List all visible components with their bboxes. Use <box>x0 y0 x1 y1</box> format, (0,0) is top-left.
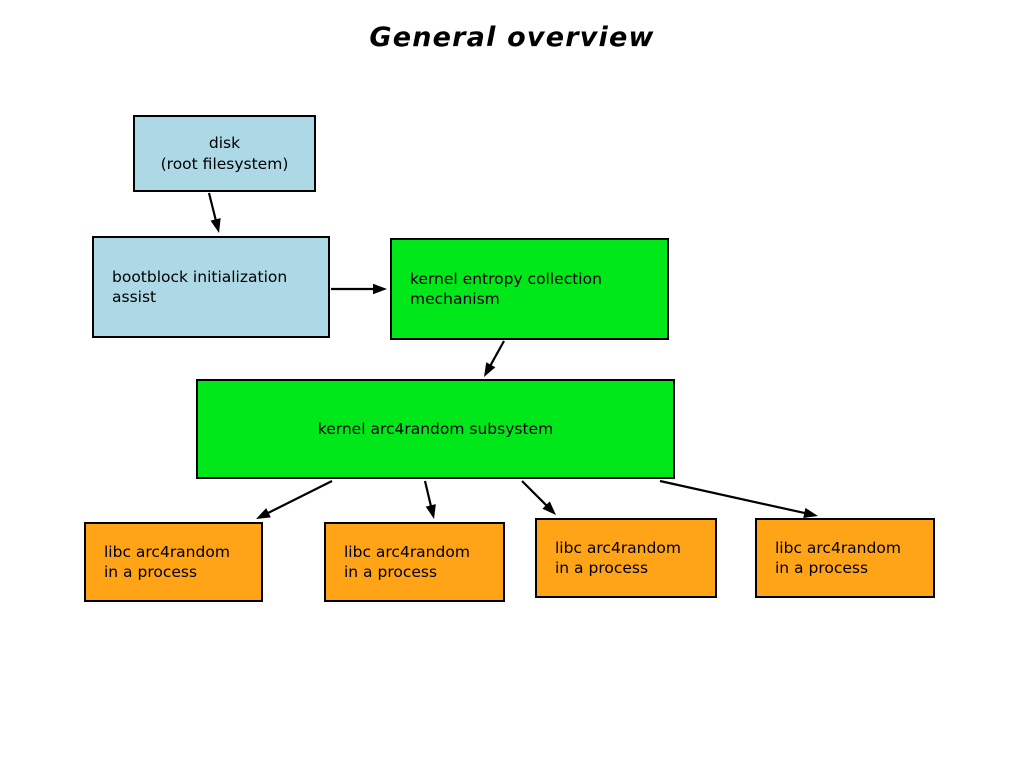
arrowhead-kernel-arc4random-to-libc-1 <box>256 508 271 519</box>
node-kernel-arc4random-subsystem[interactable]: kernel arc4random subsystem <box>196 379 675 479</box>
arrowhead-disk-to-bootblock <box>210 218 221 233</box>
edge-line-kernel-arc4random-to-libc-3 <box>521 480 549 508</box>
edge-line-kernel-arc4random-to-libc-1 <box>265 480 333 515</box>
node-bootblock-label: bootblock initialization assist <box>112 267 288 306</box>
node-disk-label: disk (root filesystem) <box>160 134 289 173</box>
node-libc-1-label: libc arc4random in a process <box>104 542 230 581</box>
node-libc-arc4random-process-2[interactable]: libc arc4random in a process <box>324 522 505 602</box>
arrowhead-kernel-arc4random-to-libc-4 <box>803 507 818 519</box>
node-disk[interactable]: disk (root filesystem) <box>133 115 316 192</box>
node-libc-arc4random-process-1[interactable]: libc arc4random in a process <box>84 522 263 602</box>
arrowhead-kernel-arc4random-to-libc-2 <box>425 504 436 519</box>
node-kernel-entropy-collection-mechanism[interactable]: kernel entropy collection mechanism <box>390 238 669 340</box>
arrowhead-kernel-arc4random-to-libc-3 <box>542 501 556 515</box>
edge-line-kernel-entropy-to-kernel-arc4random <box>488 340 505 368</box>
node-libc-2-label: libc arc4random in a process <box>344 542 470 581</box>
node-libc-arc4random-process-3[interactable]: libc arc4random in a process <box>535 518 717 598</box>
node-libc-arc4random-process-4[interactable]: libc arc4random in a process <box>755 518 935 598</box>
edge-line-disk-to-bootblock <box>207 192 218 223</box>
node-libc-4-label: libc arc4random in a process <box>775 538 901 577</box>
node-libc-3-label: libc arc4random in a process <box>555 538 681 577</box>
node-kernel-arc4random-label: kernel arc4random subsystem <box>317 419 554 438</box>
arrowhead-bootblock-to-kernel-entropy <box>373 283 387 295</box>
node-bootblock-initialization-assist[interactable]: bootblock initialization assist <box>92 236 330 338</box>
page-title: General overview <box>369 22 655 53</box>
edge-line-kernel-arc4random-to-libc-2 <box>423 480 433 509</box>
node-kernel-entropy-label: kernel entropy collection mechanism <box>410 269 602 308</box>
edge-line-kernel-arc4random-to-libc-4 <box>659 479 808 515</box>
arrowhead-kernel-entropy-to-kernel-arc4random <box>484 362 496 377</box>
